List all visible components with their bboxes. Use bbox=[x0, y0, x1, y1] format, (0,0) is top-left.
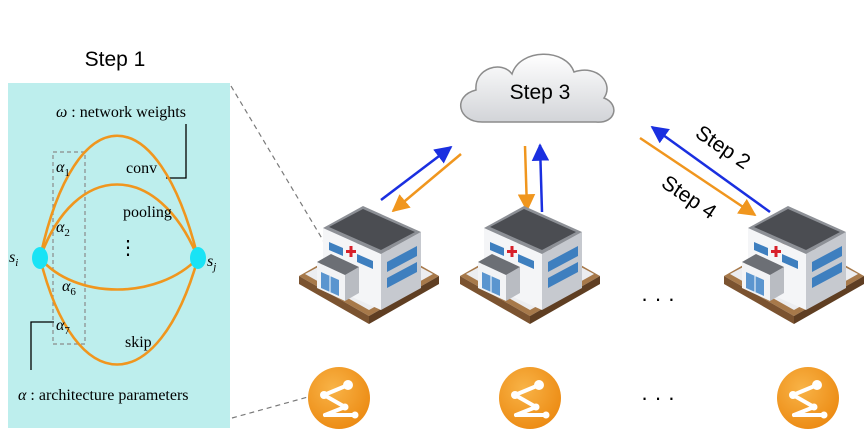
op-conv-label: conv bbox=[126, 160, 157, 177]
curve-skip bbox=[38, 257, 200, 366]
arrow-right-up bbox=[650, 125, 771, 214]
ellipsis-logos: · · · bbox=[641, 385, 675, 410]
op-pooling-label: pooling bbox=[123, 204, 172, 221]
network-logo-icon bbox=[775, 365, 841, 431]
alpha-box bbox=[52, 151, 86, 345]
hospital-icon bbox=[723, 205, 865, 325]
omega-label: ω : network weights bbox=[56, 104, 186, 121]
node-si-label: si bbox=[9, 249, 18, 269]
cloud-icon bbox=[459, 53, 615, 123]
network-logo-icon bbox=[497, 365, 563, 431]
arrow-right-down bbox=[639, 136, 757, 217]
operation-curves bbox=[38, 134, 200, 366]
omega-pointer bbox=[166, 124, 187, 179]
cloud-step3-label: Step 3 bbox=[510, 81, 571, 104]
step4-label: Step 4 bbox=[657, 171, 720, 224]
alpha-pointer bbox=[30, 321, 54, 370]
arrow-left-up bbox=[380, 145, 453, 201]
curve-conv bbox=[38, 134, 200, 259]
arrow-mid-down bbox=[517, 145, 536, 212]
network-logo-icon bbox=[306, 365, 372, 431]
hospital-icon bbox=[459, 205, 601, 325]
node-sj bbox=[190, 247, 206, 269]
arrow-mid-up bbox=[531, 143, 550, 213]
alpha-7-label: α7 bbox=[56, 317, 70, 337]
step1-title: Step 1 bbox=[85, 48, 146, 71]
arrow-left-down bbox=[391, 153, 462, 213]
node-si bbox=[32, 247, 48, 269]
node-sj-label: sj bbox=[207, 253, 216, 273]
alpha-label: α : architecture parameters bbox=[18, 387, 189, 404]
hospital-icon bbox=[298, 205, 440, 325]
ellipsis-buildings: · · · bbox=[641, 286, 675, 311]
op-skip-label: skip bbox=[125, 334, 152, 351]
step2-label: Step 2 bbox=[691, 121, 754, 174]
curve-6 bbox=[39, 257, 199, 291]
alpha-1-label: α1 bbox=[56, 159, 70, 179]
zoom-line-top bbox=[230, 85, 337, 263]
alpha-6-label: α6 bbox=[62, 278, 76, 298]
op-dots: ⋮ bbox=[118, 237, 138, 259]
curve-pooling bbox=[38, 183, 200, 259]
alpha-2-label: α2 bbox=[56, 219, 70, 239]
